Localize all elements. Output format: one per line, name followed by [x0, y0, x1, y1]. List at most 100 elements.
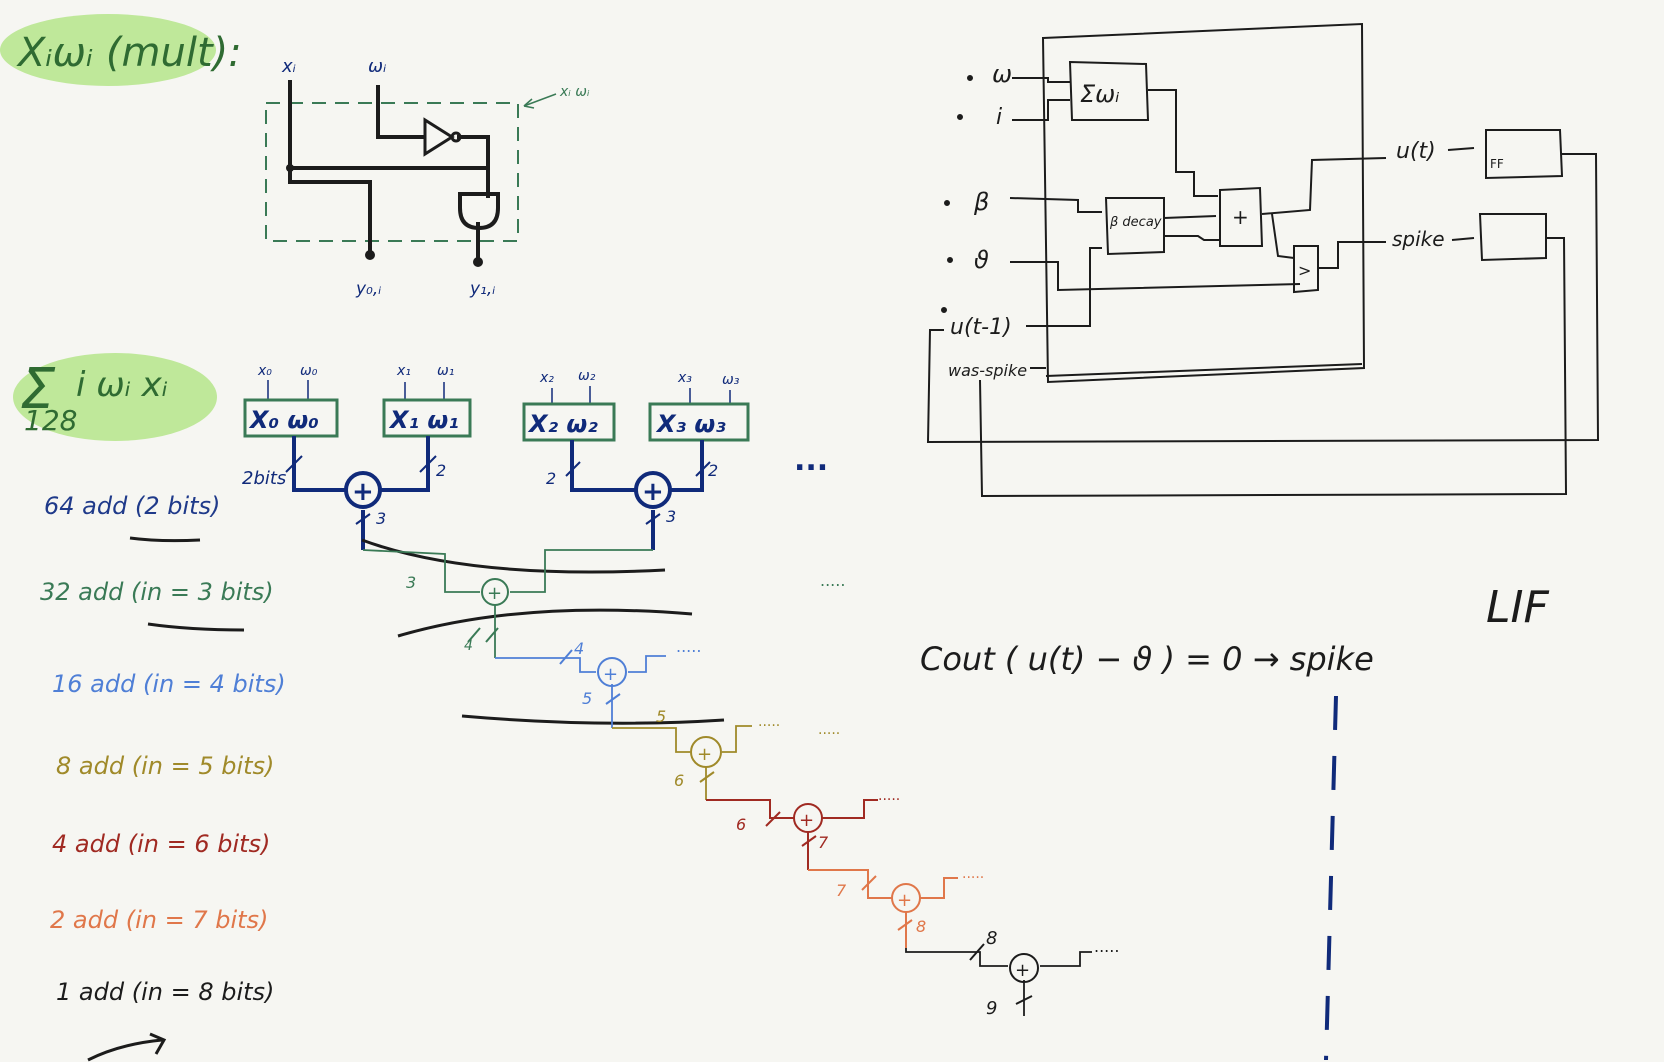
- adder-level-6: + 7 8 .....: [808, 866, 984, 948]
- adder-l5: [793, 803, 823, 833]
- adder-level-4: + 5 6 ..... .....: [612, 707, 840, 800]
- block-0-in-x: x₀: [257, 363, 272, 379]
- lif-ff-block: [1485, 129, 1564, 180]
- bit-6a: 6: [674, 771, 684, 790]
- level-label-4: 4 add (in = 6 bits): [52, 830, 270, 858]
- mult-circuit: [288, 80, 490, 262]
- block-0-box: [243, 398, 339, 438]
- bit-2c: 2: [708, 461, 718, 480]
- adder-l2-symbol: +: [487, 583, 502, 604]
- block-3-label: X₃ ω₃: [655, 410, 726, 438]
- mult-block-3: x₃ ω₃ X₃ ω₃: [648, 370, 750, 442]
- block-3-in-w: ω₃: [722, 372, 740, 388]
- separator-1: [361, 538, 666, 574]
- formula: Cout ( u(t) − ϑ ) = 0 → spike: [920, 640, 1374, 678]
- not-gate: [423, 117, 455, 157]
- adder-l4-symbol: +: [697, 744, 712, 765]
- lif-outer-box: [1041, 22, 1366, 384]
- block-0-in-w: ω₀: [300, 363, 318, 379]
- level-label-32: 32 add (in = 3 bits): [40, 578, 274, 606]
- separator-2: [397, 608, 693, 638]
- adder-l1-a: [344, 471, 382, 509]
- block-1-in-x: x₁: [396, 363, 411, 379]
- adder-l6-symbol: +: [897, 890, 912, 911]
- sum-title-rest: i ωᵢ xᵢ: [76, 365, 168, 405]
- level-label-8: 8 add (in = 5 bits): [56, 752, 274, 780]
- lif-input-w: ω: [992, 60, 1012, 88]
- adder-l7: [1009, 953, 1039, 983]
- lif-adder-block: [1219, 186, 1264, 247]
- mult-input-w: ωᵢ: [368, 56, 386, 77]
- level-2-dots: .....: [820, 571, 845, 590]
- mult-block-1: x₁ ω₁ X₁ ω₁: [382, 363, 472, 438]
- lif-compare-block: [1293, 245, 1319, 294]
- bit-2a: 2: [436, 461, 446, 480]
- adder-l7-symbol: +: [1015, 960, 1030, 981]
- lif-input-was-spike: was-spike: [948, 361, 1027, 380]
- adder-l1-b-symbol: +: [642, 477, 664, 507]
- bit-5a: 5: [582, 689, 592, 708]
- level-label-2: 2 add (in = 7 bits): [50, 906, 268, 934]
- mult-block-0: x₀ ω₀ X₀ ω₀: [243, 363, 339, 438]
- bit-3c: 3: [406, 573, 416, 592]
- lif-sum-block: [1068, 60, 1150, 121]
- lif-ff-label: FF: [1490, 157, 1504, 171]
- level-label-1: 1 add (in = 8 bits): [56, 978, 274, 1006]
- mult-output-y0: y₀,ᵢ: [355, 279, 381, 299]
- bit-4a: 4: [464, 638, 473, 654]
- lif-input-i: i: [996, 105, 1002, 130]
- blocks-ellipsis: ...: [794, 443, 828, 478]
- level-5-dots: .....: [878, 788, 900, 804]
- lif-decay-block: [1104, 197, 1165, 256]
- level-label-1-arrow: [87, 1038, 163, 1062]
- mult-dashed-box: [265, 102, 519, 242]
- level-label-64: 64 add (2 bits): [44, 492, 220, 520]
- mult-output-node-1: [473, 257, 483, 267]
- lif-input-u-prev: u(t-1): [950, 315, 1012, 340]
- lif-compare-label: >: [1298, 261, 1311, 280]
- adder-level-3: + 4 5 .....: [495, 637, 701, 728]
- lif-adder-label: +: [1232, 205, 1249, 229]
- block-0-label: X₀ ω₀: [248, 406, 319, 434]
- mult-title: Xᵢωᵢ (mult):: [16, 30, 242, 76]
- level-6-dots: .....: [962, 866, 984, 882]
- adder-level-7: + 8 9 .....: [905, 928, 1119, 1019]
- bit-2bits: 2bits: [242, 468, 286, 489]
- bit-4b: 4: [574, 639, 584, 658]
- bit-8b: 8: [986, 928, 997, 949]
- adder-l3-symbol: +: [603, 664, 618, 685]
- adder-l6: [891, 883, 921, 913]
- sum-title-sub: 128: [24, 404, 77, 437]
- lif-input-beta: β: [973, 188, 989, 216]
- vertical-divider: [1324, 695, 1338, 1061]
- block-3-box: [648, 402, 750, 442]
- lif-decay-label: β decay: [1109, 215, 1162, 230]
- lif-output-u: u(t): [1396, 139, 1436, 164]
- separator-3: [461, 714, 725, 725]
- lif-output-spike: spike: [1392, 227, 1445, 251]
- level-labels: 64 add (2 bits) 32 add (in = 3 bits) 16 …: [40, 492, 286, 1062]
- mult-input-x: xᵢ: [281, 56, 296, 77]
- bit-8a: 8: [916, 917, 926, 936]
- mult-title-highlight: [0, 14, 216, 86]
- level-label-16: 16 add (in = 4 bits): [52, 670, 286, 698]
- sum-title-highlight: [13, 353, 217, 441]
- level-4-dots-a: .....: [758, 714, 780, 730]
- bit-7b: 7: [836, 881, 847, 900]
- lif-diagram: [926, 22, 1600, 498]
- adder-l1-a-symbol: +: [352, 477, 374, 507]
- block-2-label: X₂ ω₂: [527, 410, 598, 438]
- adder-level-5: + 6 7 .....: [706, 788, 900, 870]
- lif-sum-label: Σωᵢ: [1080, 80, 1120, 108]
- bit-3a: 3: [376, 509, 386, 528]
- bit-3b: 3: [666, 507, 676, 526]
- mult-section: Xᵢωᵢ (mult): xᵢ ωᵢ xᵢ ωᵢ y₀,ᵢ y₁,ᵢ: [0, 14, 590, 299]
- block-2-in-x: x₂: [539, 370, 554, 386]
- adder-l2: [481, 578, 509, 606]
- and-gate: [458, 192, 500, 231]
- adder-l3: [597, 657, 627, 687]
- level-4-dots-b: .....: [818, 722, 840, 738]
- block-2-in-w: ω₂: [578, 368, 596, 384]
- block-2-box: [522, 402, 616, 442]
